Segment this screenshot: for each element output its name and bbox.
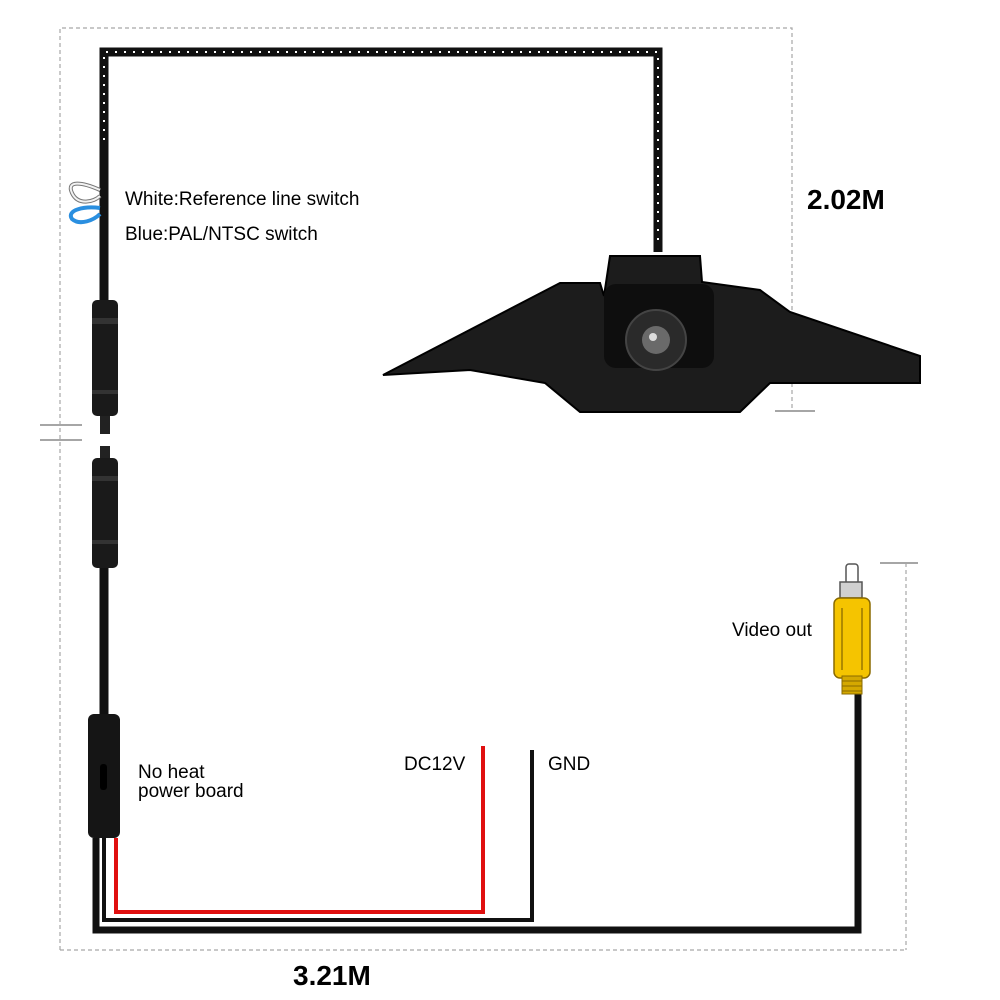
- video-out-label: Video out: [732, 620, 812, 641]
- power-board: [88, 714, 120, 838]
- camera-cable-length: 2.02M: [807, 184, 885, 215]
- car-front-camera-icon: [382, 255, 921, 413]
- dimension-guides: [40, 27, 918, 951]
- camera-cable: [99, 47, 663, 300]
- power-board-label-line2: power board: [138, 781, 244, 802]
- power-board-label-line1: No heat: [138, 762, 205, 783]
- inline-connector-lower: [92, 446, 118, 568]
- rca-plug: [833, 563, 871, 695]
- blue-wire-label: Blue:PAL/NTSC switch: [125, 224, 318, 245]
- white-wire-label: White:Reference line switch: [125, 189, 360, 210]
- inline-connector-upper: [92, 300, 118, 434]
- switch-wires: [68, 181, 102, 225]
- main-cable-length: 3.21M: [293, 960, 371, 991]
- output-wires: [92, 690, 862, 934]
- dc12v-label: DC12V: [404, 754, 466, 775]
- gnd-label: GND: [548, 754, 591, 775]
